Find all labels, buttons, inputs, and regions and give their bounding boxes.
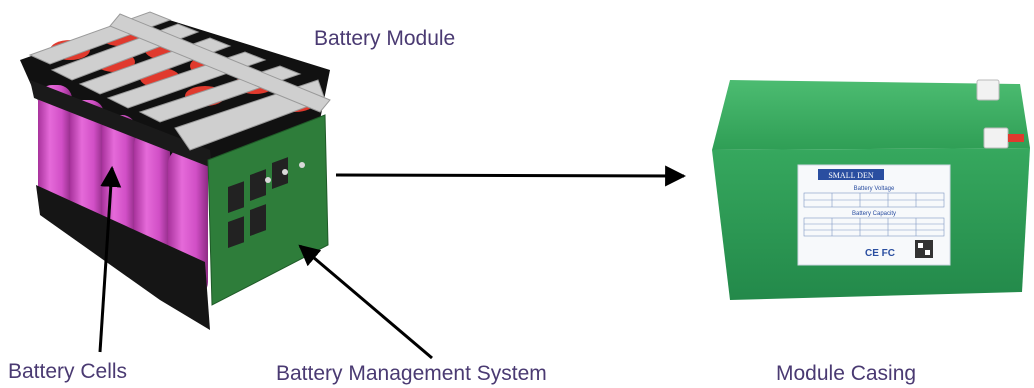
battery-module-label: Battery Module [314, 27, 456, 50]
bms-pointer-arrow [298, 244, 433, 360]
sticker-cert-marks: CE FC [865, 248, 895, 259]
cells-pointer-arrow [98, 165, 122, 353]
casing-label-sticker: SMALL DEN Battery Voltage Battery Capaci… [797, 164, 951, 266]
terminal-icon [983, 127, 1009, 149]
battery-module-image [20, 11, 331, 330]
qr-code-icon [915, 240, 933, 258]
module-casing-image: SMALL DEN Battery Voltage Battery Capaci… [712, 79, 1030, 300]
nickel-strips [28, 11, 331, 151]
battery-cells-label: Battery Cells [8, 360, 128, 383]
annotation-arrows [98, 165, 687, 360]
battery-cell [70, 100, 104, 230]
sticker-voltage-heading: Battery Voltage [854, 186, 895, 192]
bms-label: Battery Management System [276, 362, 547, 385]
module-to-casing-arrow [335, 165, 687, 187]
battery-cell [38, 85, 72, 210]
bms-board [207, 114, 329, 306]
terminal-icon [976, 79, 1000, 101]
sticker-brand: SMALL DEN [828, 171, 873, 180]
sticker-capacity-heading: Battery Capacity [852, 211, 896, 217]
module-casing-label: Module Casing [776, 362, 917, 385]
